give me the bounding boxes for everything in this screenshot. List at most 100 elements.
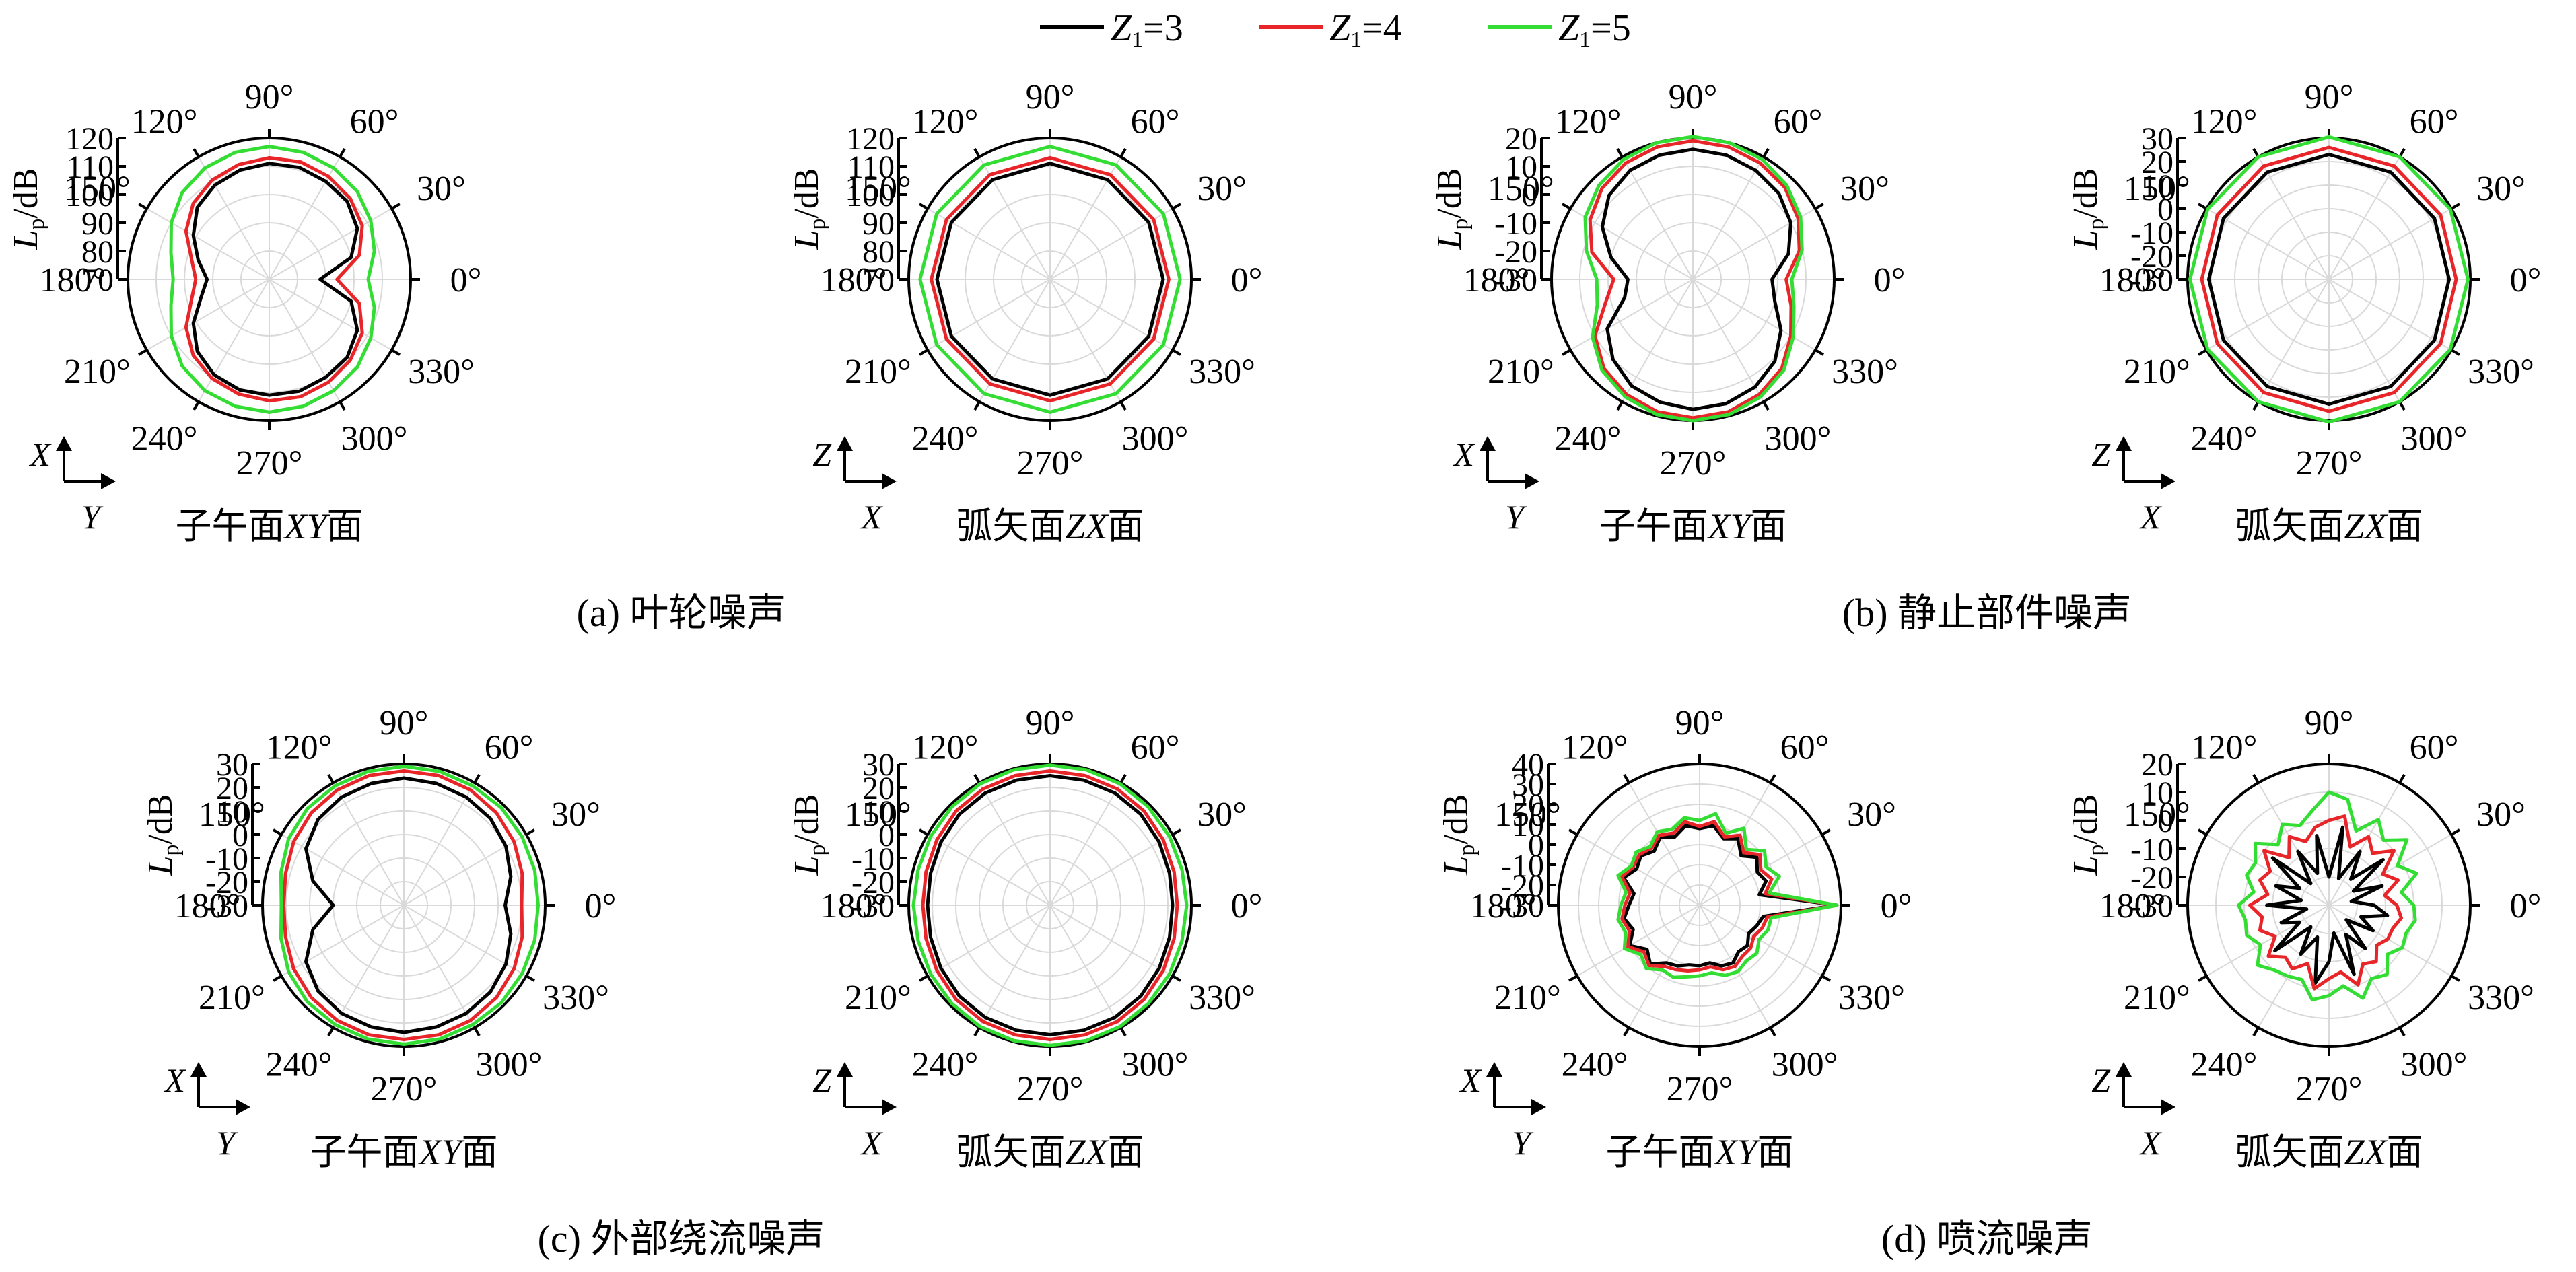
angle-label: 330° [1189, 353, 1255, 391]
angle-label: 240° [2191, 1046, 2258, 1084]
axis-arrow-right-head [882, 473, 897, 489]
polar-chart-a1: 0°30°60°90°120°150°180°210°240°270°300°3… [7, 78, 481, 546]
angle-label: 0° [1231, 887, 1263, 925]
axis-arrow-up-head [837, 1062, 853, 1077]
radial-tick-label: 10 [1512, 808, 1544, 843]
grid-spoke [2328, 782, 2400, 906]
angle-tick [273, 975, 283, 982]
grid-spoke [2328, 279, 2400, 402]
radial-tick-label: 20 [1505, 121, 1537, 157]
plane-label: 子午面XY面 [310, 1132, 497, 1172]
angle-label: 30° [551, 796, 600, 834]
angle-tick [2450, 828, 2460, 836]
grid-spoke [979, 782, 1051, 906]
angle-label: 180° [2099, 261, 2166, 299]
radial-tick-label: 40 [1512, 747, 1544, 783]
angle-tick [273, 828, 283, 836]
angle-label: 330° [2468, 979, 2534, 1017]
radial-tick-label: 120 [65, 121, 114, 157]
angle-label: 270° [1667, 1070, 1733, 1108]
angle-label: 240° [912, 420, 979, 458]
angle-label: 60° [1131, 728, 1180, 767]
axis-up-label: X [1452, 435, 1475, 473]
angle-label: 270° [1017, 1070, 1084, 1108]
radial-tick-label: 70 [81, 262, 114, 298]
caption-d: (d) 喷流噪声 [1881, 1217, 2093, 1261]
angle-label: 300° [2401, 1046, 2468, 1084]
angle-label: 210° [64, 353, 131, 391]
angle-label: 90° [1675, 704, 1725, 742]
radial-tick-label: 20 [216, 771, 248, 806]
angle-label: 90° [2305, 78, 2354, 116]
angle-label: 210° [2124, 979, 2190, 1017]
angle-label: 0° [1874, 261, 1906, 299]
angle-tick [1623, 1026, 1630, 1036]
angle-tick [1562, 349, 1572, 356]
radial-tick-label: 30 [862, 747, 895, 783]
radial-tick-label: 110 [67, 149, 114, 185]
series-line-Z1=4 [921, 769, 1179, 1041]
axis-arrow-right-head [1531, 1099, 1546, 1115]
axis-right-label: Y [216, 1124, 238, 1162]
grid-spoke [2328, 905, 2400, 1028]
angle-label: 330° [1189, 979, 1255, 1017]
angle-label: 180° [2099, 887, 2166, 925]
axis-up-label: X [163, 1061, 186, 1099]
axis-up-label: Z [812, 1061, 832, 1099]
series-line-Z1=5 [1583, 135, 1804, 423]
angle-tick [973, 1026, 981, 1036]
angle-tick [2252, 1026, 2260, 1036]
series-line-Z1=5 [169, 145, 376, 414]
radial-tick-label: 0 [1528, 828, 1544, 863]
plane-label: 子午面XY面 [1599, 506, 1786, 546]
series-line-Z1=4 [282, 769, 524, 1041]
angle-label: 180° [174, 887, 241, 925]
plane-label: 弧矢面ZX面 [956, 1132, 1144, 1172]
grid-spoke [927, 834, 1051, 906]
radial-tick-label: 20 [2141, 747, 2173, 783]
grid-spoke [2258, 905, 2330, 1028]
axis-up-label: X [28, 435, 52, 473]
grid-spoke [1570, 279, 1694, 351]
angle-label: 60° [1780, 728, 1830, 767]
grid-spoke [2258, 782, 2330, 906]
grid-spoke [2328, 279, 2452, 351]
axis-right-label: X [860, 1124, 884, 1162]
angle-tick [1568, 828, 1578, 836]
grid-spoke [1699, 905, 1823, 977]
radial-tick-label: 110 [847, 149, 895, 185]
grid-spoke [1049, 208, 1173, 280]
grid-spoke [1049, 279, 1121, 402]
legend-label-0: Z1=3 [1111, 7, 1183, 52]
radial-tick-label: 0 [2157, 192, 2173, 227]
grid-spoke [1692, 156, 1764, 280]
angle-label: 60° [1131, 102, 1180, 141]
angle-label: 300° [1765, 420, 1832, 458]
angle-label: 180° [1470, 887, 1537, 925]
angle-tick [1568, 975, 1578, 982]
axis-right-label: X [2139, 498, 2163, 536]
angle-tick [1171, 828, 1181, 836]
angle-label: 30° [1847, 796, 1896, 834]
series-line-Z1=3 [1622, 824, 1839, 968]
angle-label: 150° [1494, 796, 1561, 834]
angle-label: 330° [2468, 353, 2534, 391]
axis-arrow-up-head [1486, 1062, 1502, 1077]
radial-tick-label: -10 [851, 841, 895, 877]
series-line-Z1=4 [184, 155, 364, 403]
grid-spoke [146, 208, 270, 280]
grid-spoke [1576, 834, 1700, 906]
angle-label: 240° [266, 1046, 333, 1084]
series-line-Z1=5 [1616, 812, 1839, 979]
angle-tick [2252, 774, 2260, 784]
angle-tick [1821, 828, 1831, 836]
angle-tick [919, 203, 929, 210]
grid-spoke [2328, 156, 2400, 280]
radial-tick-label: 0 [232, 818, 248, 853]
angle-label: 180° [40, 261, 106, 299]
grid-spoke [333, 905, 405, 1028]
radial-tick-label: 30 [2141, 121, 2173, 157]
y-axis-label: Lp/dB [788, 793, 830, 876]
angle-label: 120° [912, 728, 979, 767]
angle-tick [193, 400, 200, 411]
